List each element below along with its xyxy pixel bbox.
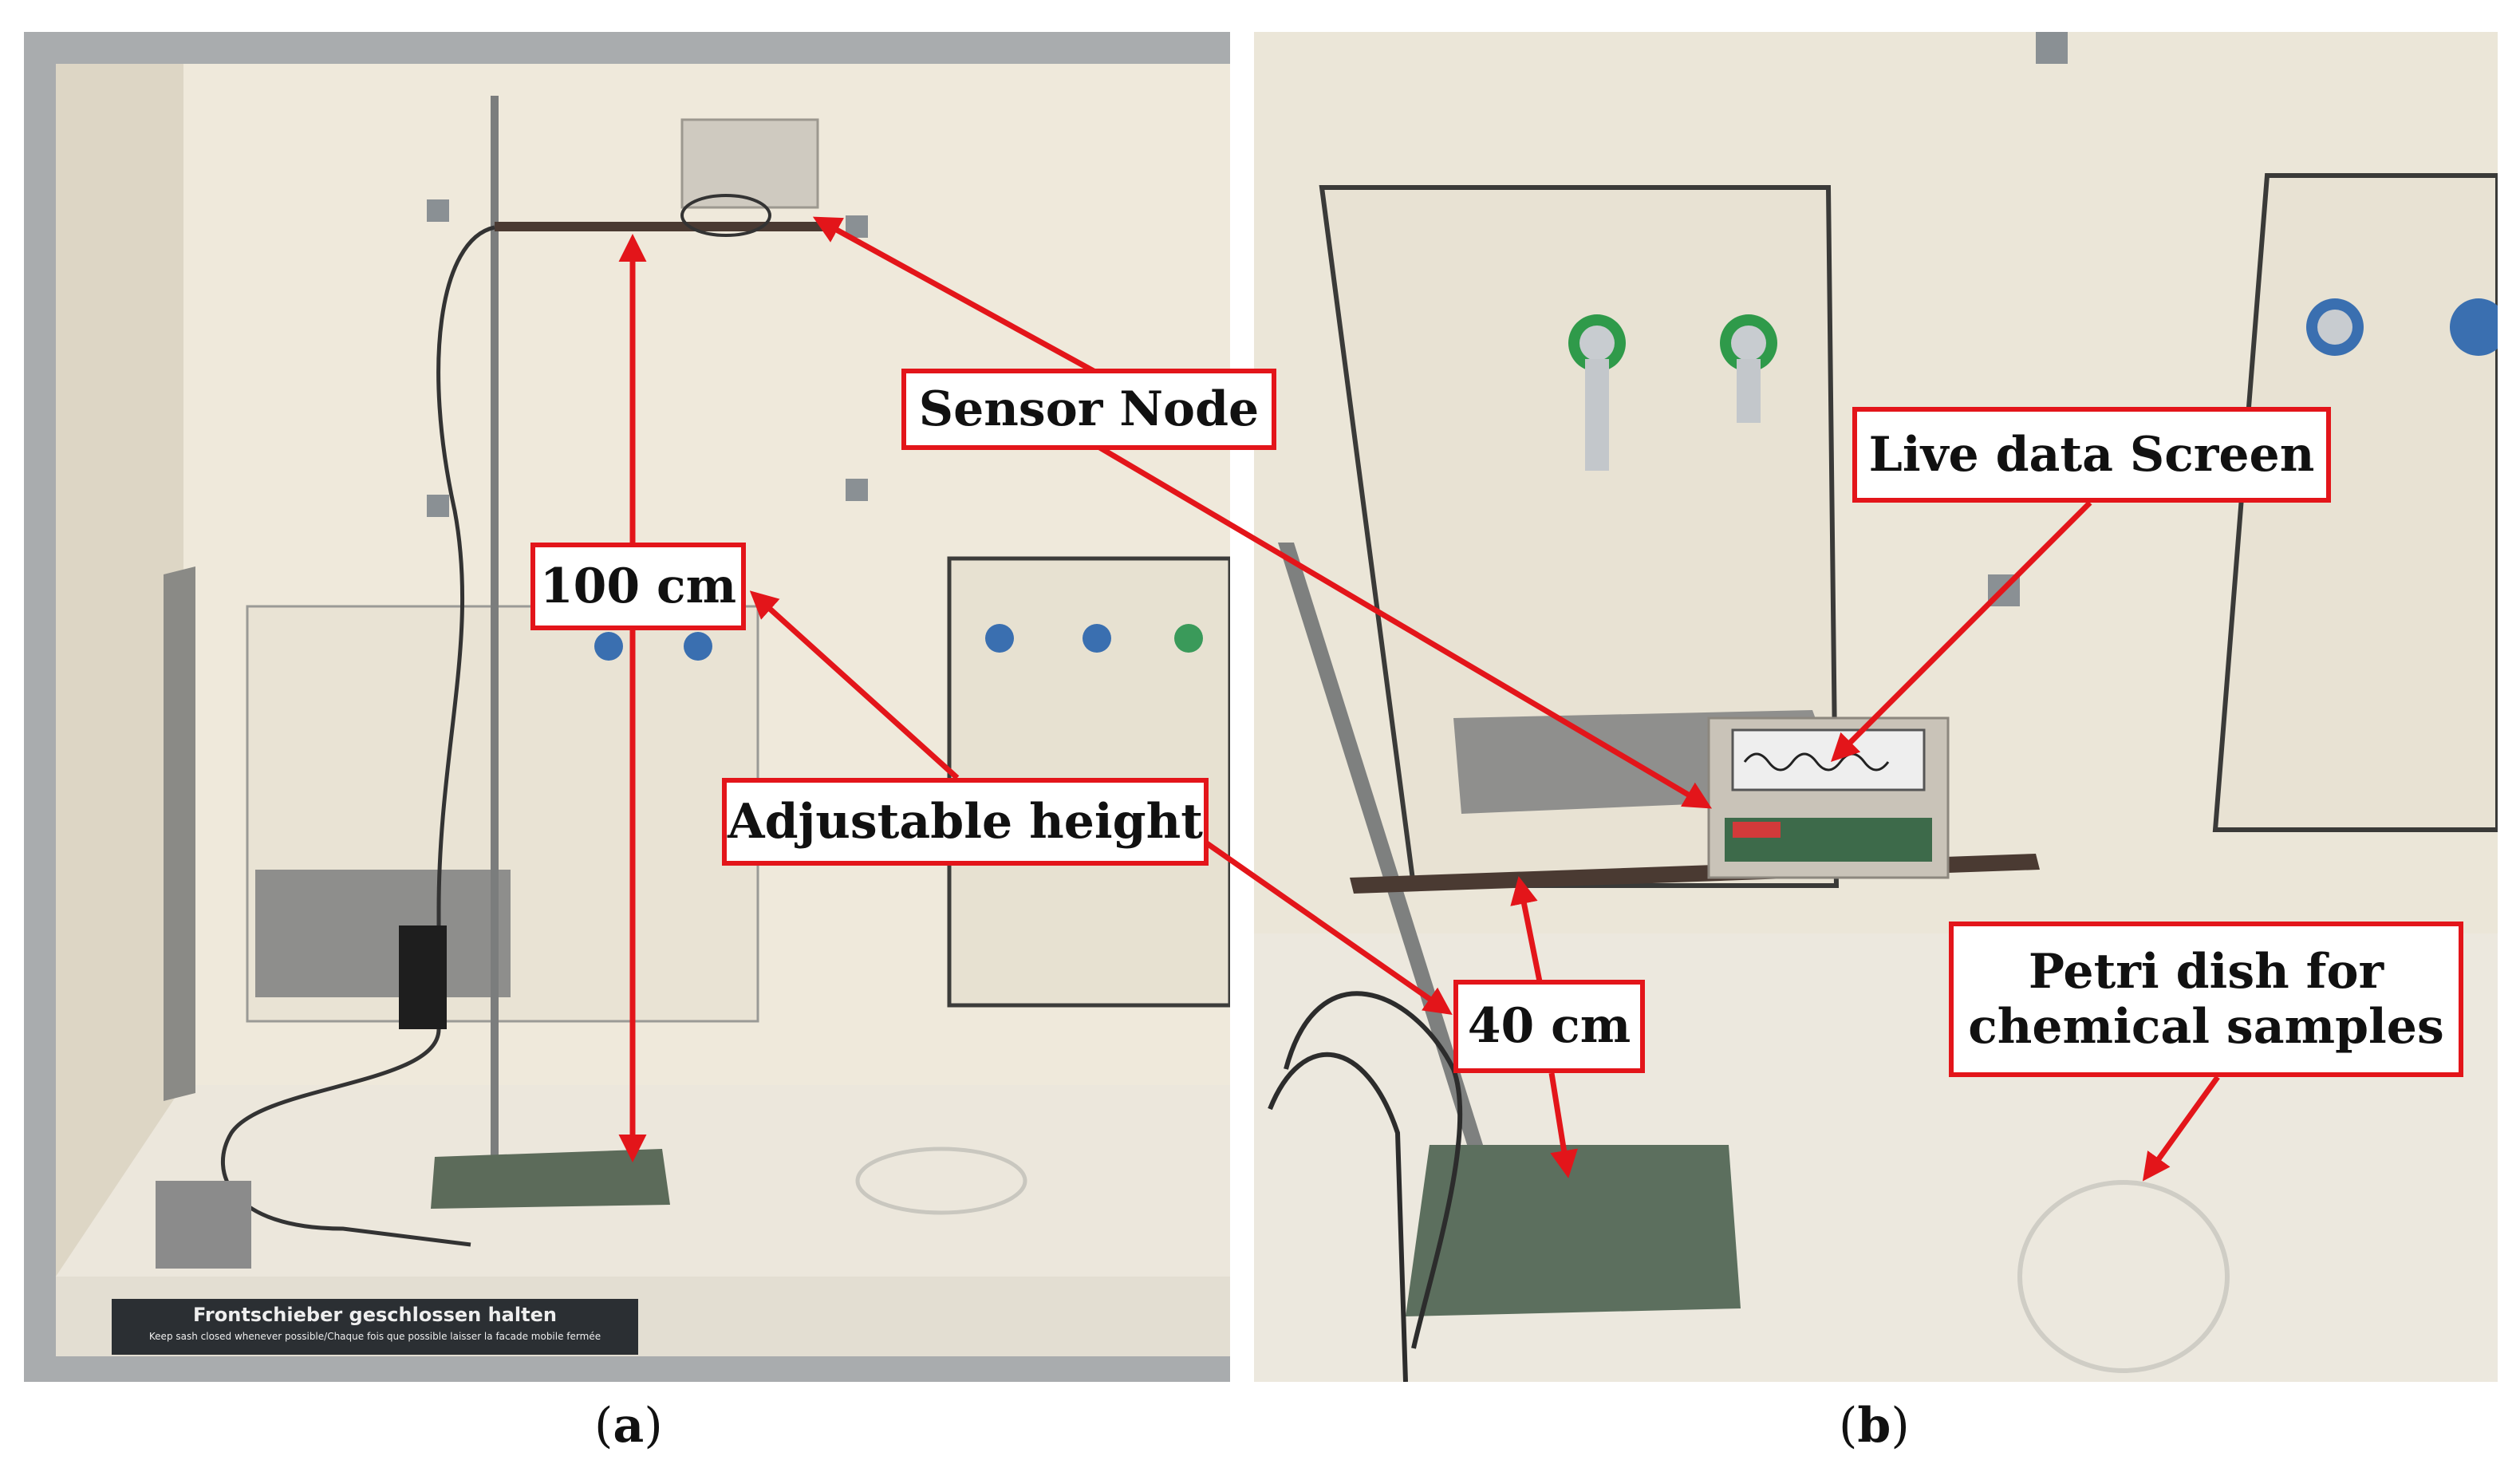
sash-warning-sign: Frontschieber geschlossen halten Keep sa…: [112, 1299, 638, 1355]
fume-hood-photo-a: [24, 32, 1230, 1382]
label-petri-line1: Petri dish for: [2028, 943, 2384, 1000]
label-40cm: 40 cm: [1453, 980, 1645, 1073]
label-sensor-node-text: Sensor Node: [918, 381, 1260, 437]
fume-hood-photo-b: [1254, 32, 2498, 1382]
label-adjustable-height: Adjustable height: [722, 778, 1209, 866]
label-sensor-node: Sensor Node: [901, 369, 1276, 450]
label-100cm: 100 cm: [530, 543, 746, 630]
label-petri-line2: chemical samples: [1968, 998, 2444, 1055]
label-live-data-screen-text: Live data Screen: [1868, 426, 2315, 483]
caption-b-letter: b: [1857, 1398, 1891, 1454]
sign-title: Frontschieber geschlossen halten: [193, 1304, 557, 1326]
caption-a: (a): [594, 1398, 663, 1454]
caption-a-letter: a: [613, 1398, 645, 1454]
label-100cm-text: 100 cm: [539, 558, 737, 614]
label-40cm-text: 40 cm: [1467, 998, 1631, 1054]
sign-subtitle: Keep sash closed whenever possible/Chaqu…: [148, 1331, 601, 1342]
label-petri-dish: Petri dish for chemical samples: [1949, 922, 2463, 1077]
label-adjustable-height-text: Adjustable height: [728, 793, 1203, 850]
photo-panel-a: Frontschieber geschlossen halten Keep sa…: [24, 32, 1230, 1382]
label-live-data-screen: Live data Screen: [1852, 407, 2331, 503]
photo-panel-b: [1254, 32, 2498, 1382]
caption-b: (b): [1839, 1398, 1910, 1454]
